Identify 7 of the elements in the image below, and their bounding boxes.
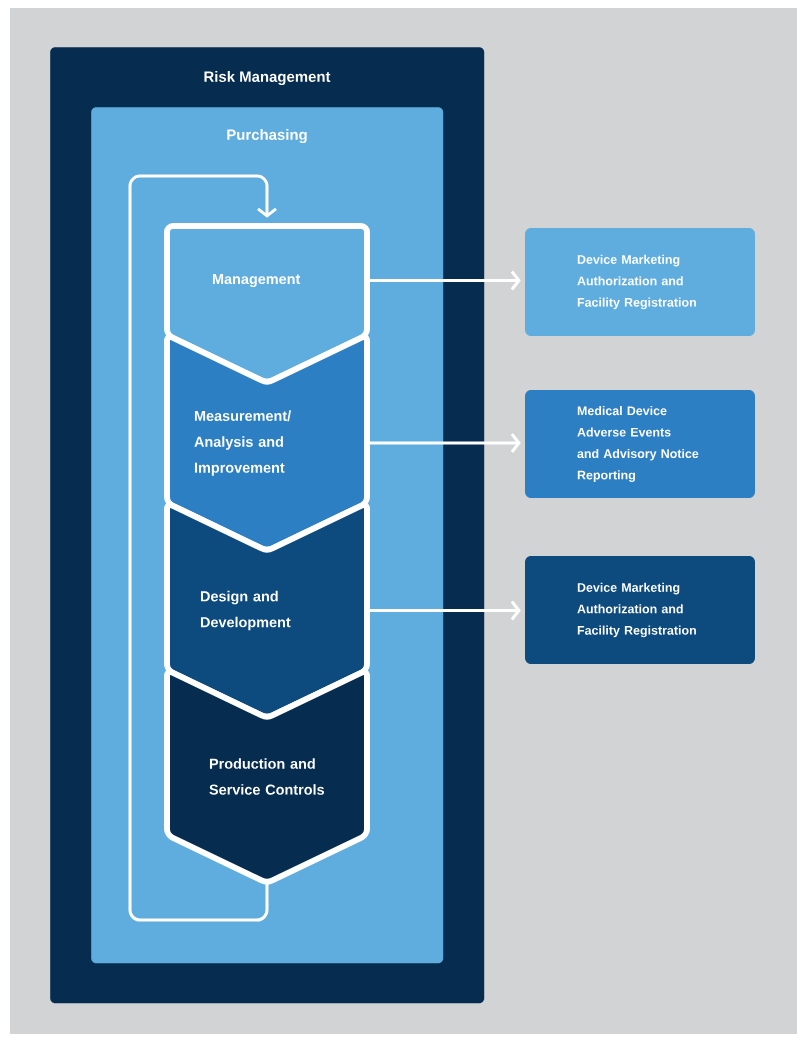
arrow [367, 600, 521, 621]
arrow [367, 270, 521, 291]
arrow [367, 433, 521, 453]
process-box: Device Marketing Authorization and Facility Registration [525, 228, 755, 336]
chevron-box: Production and Service Controls [164, 669, 370, 885]
process-box: Medical Device Adverse Events and Advisory Notice Reporting [525, 390, 755, 498]
process-box: Device Marketing Authorization and Facility Registration [525, 556, 755, 664]
